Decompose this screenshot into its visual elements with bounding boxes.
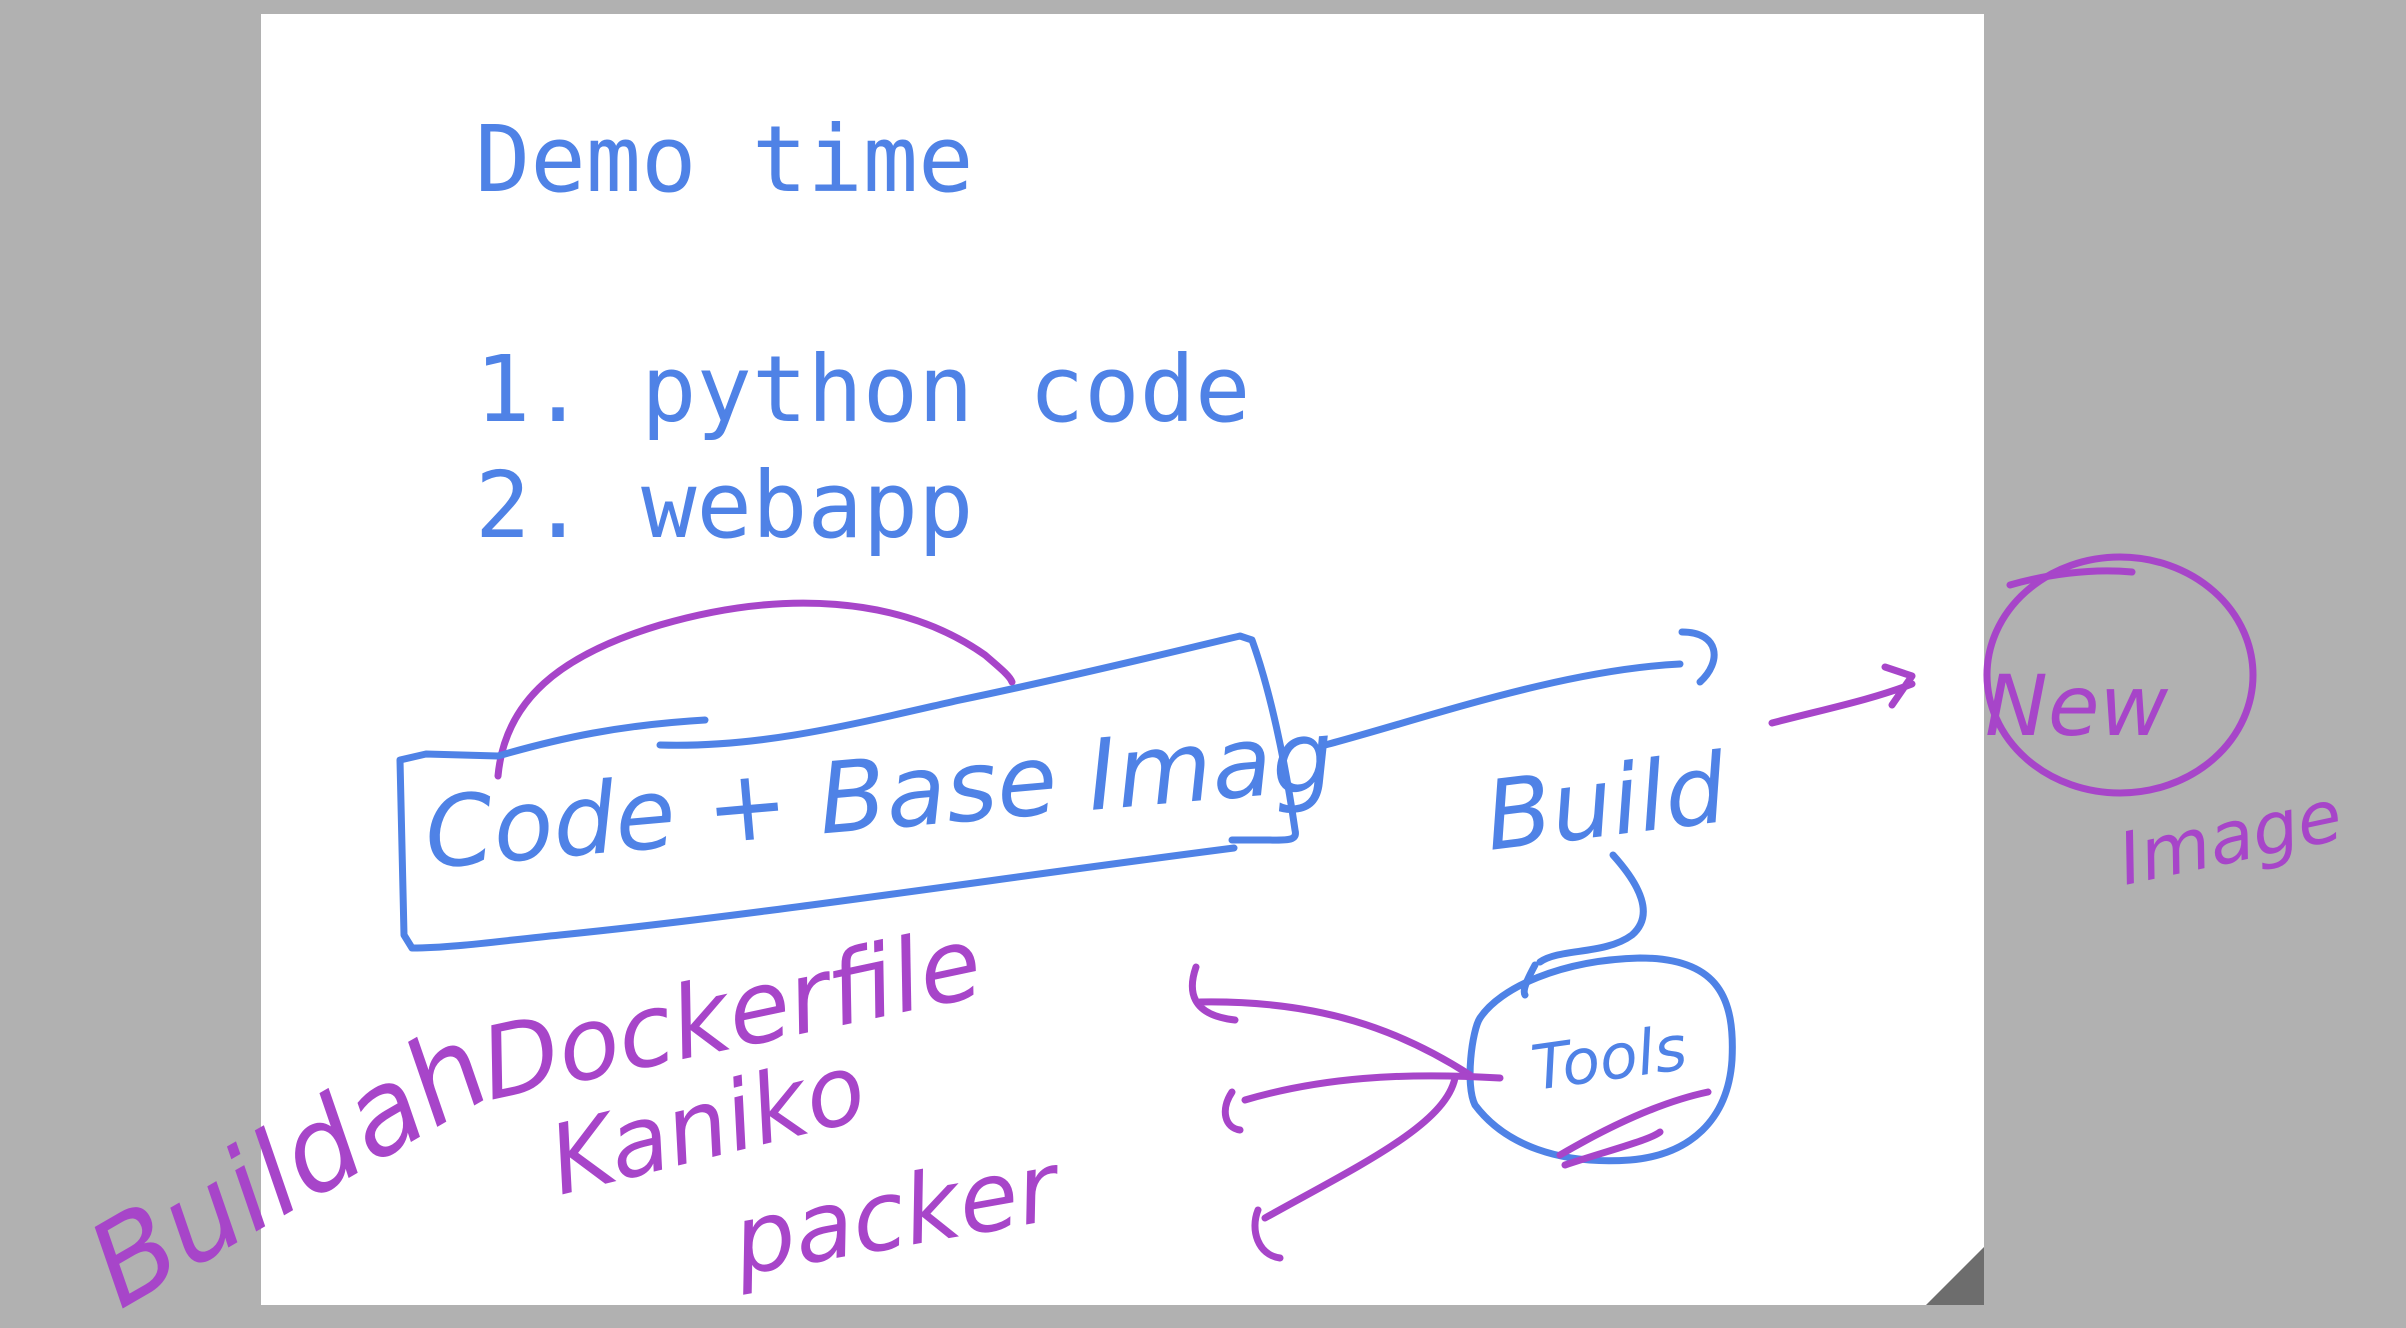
page-curl-icon[interactable] (1926, 1247, 1984, 1305)
ink-new-image-circle (1983, 553, 2257, 797)
ink-image-label: Image (2111, 773, 2349, 902)
slide-title: Demo time (475, 106, 974, 213)
slide-list-item-1: 1. python code (475, 336, 1251, 443)
slide-list-item-2: 2. webapp (475, 452, 974, 559)
slide-canvas: Demo time 1. python code 2. webapp (261, 14, 1984, 1305)
ink-new-label: New (1985, 657, 2169, 755)
